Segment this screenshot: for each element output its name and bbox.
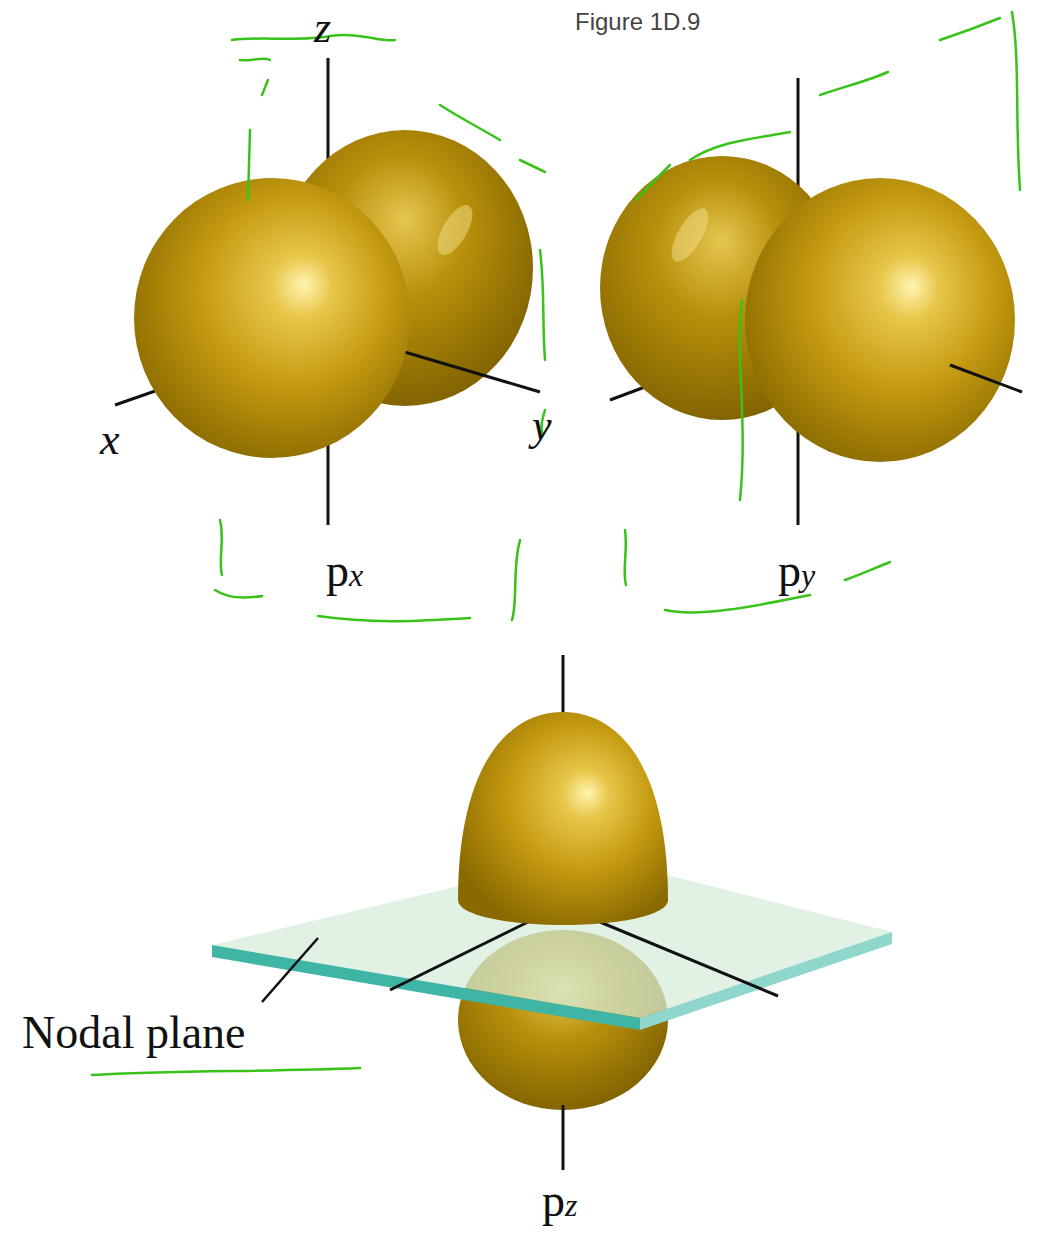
axis-label: y	[532, 404, 552, 448]
pz-orbital	[212, 655, 892, 1170]
figure-number: Figure 1D.9	[575, 10, 700, 34]
orbital-label: px	[326, 548, 363, 594]
px-orbital	[115, 58, 540, 525]
py-orbital	[600, 78, 1022, 525]
axis-label: x	[100, 418, 120, 462]
orbital-label: py	[778, 548, 815, 594]
axis-label: z	[314, 6, 331, 50]
leader-line	[262, 938, 318, 1002]
handwritten-marks	[92, 12, 1020, 1075]
orbital-label: pz	[542, 1178, 577, 1224]
nodal-plane-label: Nodal plane	[22, 1010, 246, 1056]
